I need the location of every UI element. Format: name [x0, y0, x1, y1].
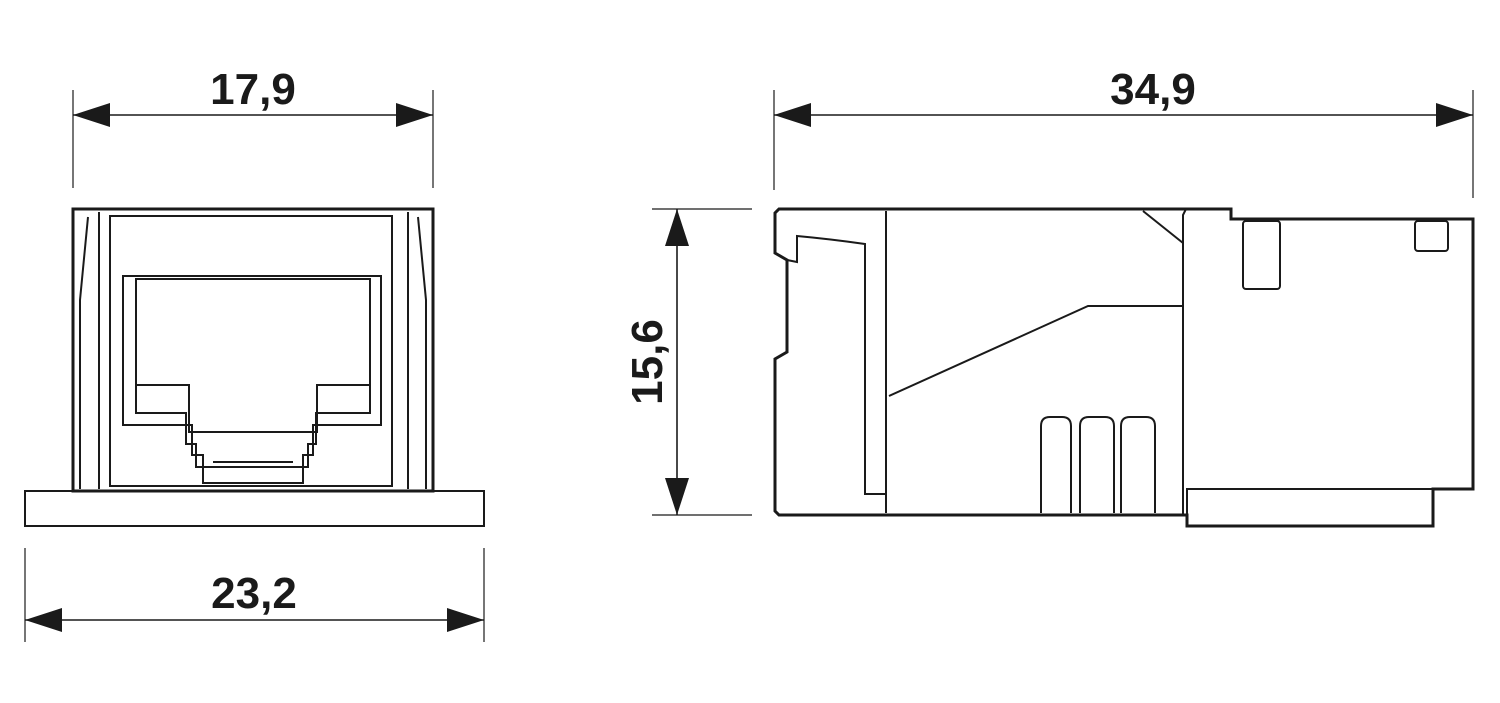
side-tab-2 [1414, 220, 1449, 252]
dim-height: 15,6 [623, 208, 752, 516]
dim-front-width-label: 17,9 [210, 65, 296, 114]
dim-base-width: 23,2 [24, 548, 485, 642]
side-view [773, 207, 1475, 528]
rj45-socket-outline [122, 275, 382, 484]
contact-finger-1 [1040, 416, 1072, 513]
dim-side-length: 34,9 [773, 65, 1474, 198]
dim-front-width: 17,9 [72, 65, 434, 188]
contact-finger-2 [1079, 416, 1115, 513]
dim-base-width-label: 23,2 [211, 569, 297, 618]
front-view [24, 207, 485, 527]
front-inner-frame [109, 215, 393, 487]
front-housing [71, 207, 435, 493]
side-tab-1 [1242, 220, 1281, 290]
front-base-plate [24, 490, 485, 527]
rj45-socket-inner [135, 278, 371, 468]
side-housing [773, 207, 1475, 528]
dim-height-label: 15,6 [623, 319, 672, 405]
dim-side-length-label: 34,9 [1110, 65, 1196, 114]
contact-finger-3 [1120, 416, 1156, 513]
